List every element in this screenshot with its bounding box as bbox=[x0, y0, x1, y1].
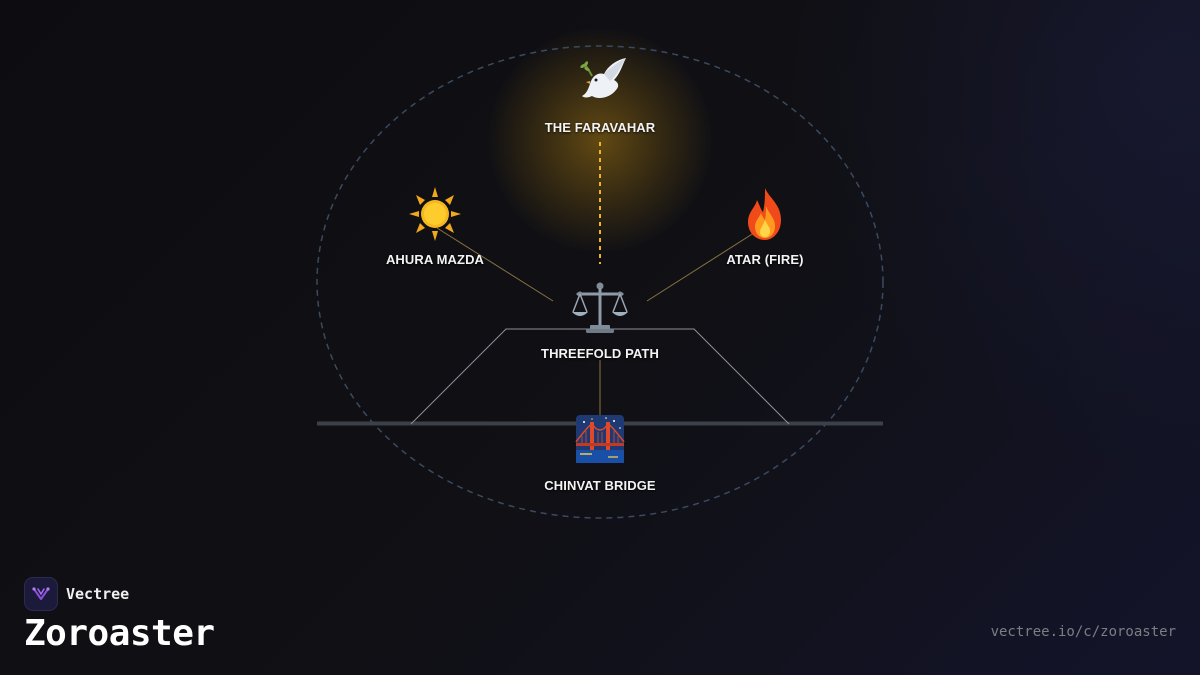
atar-label: ATAR (FIRE) bbox=[726, 252, 804, 267]
vectree-logo-icon bbox=[24, 577, 58, 611]
node-ahura-mazda[interactable]: AHURA MAZDA bbox=[345, 186, 525, 267]
fire-icon bbox=[748, 188, 781, 240]
brand[interactable]: Vectree bbox=[24, 577, 129, 611]
faravahar-label: THE FARAVAHAR bbox=[544, 120, 656, 135]
brand-name: Vectree bbox=[66, 585, 130, 603]
bridge-night-icon bbox=[575, 415, 625, 463]
page-title: Zoroaster bbox=[24, 613, 215, 654]
node-threefold-path[interactable]: THREEFOLD PATH bbox=[510, 280, 690, 361]
dove-icon bbox=[580, 58, 626, 98]
threefold-path-label: THREEFOLD PATH bbox=[541, 346, 659, 361]
chinvat-bridge-label: CHINVAT BRIDGE bbox=[544, 478, 656, 493]
node-atar[interactable]: ATAR (FIRE) bbox=[675, 186, 855, 267]
node-chinvat-bridge[interactable]: CHINVAT BRIDGE bbox=[510, 412, 690, 493]
atar-connector bbox=[646, 230, 758, 302]
page-url[interactable]: vectree.io/c/zoroaster bbox=[990, 624, 1176, 640]
ahura-mazda-label: AHURA MAZDA bbox=[385, 252, 485, 267]
ahura-mazda-connector bbox=[436, 227, 554, 302]
balance-scale-icon bbox=[572, 282, 628, 333]
outer-dashed-ring bbox=[316, 45, 884, 519]
sun-icon bbox=[409, 187, 461, 241]
node-faravahar[interactable]: THE FARAVAHAR bbox=[510, 54, 690, 135]
